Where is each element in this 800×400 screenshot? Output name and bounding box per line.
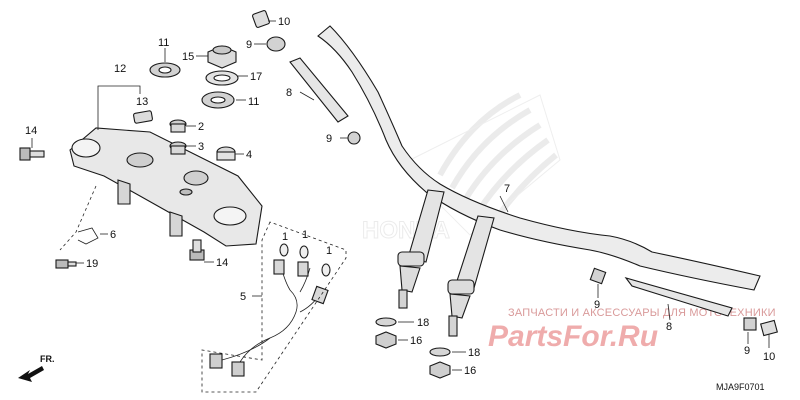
callout-9-bar: 9 bbox=[326, 133, 332, 145]
diagram-code: MJA9F0701 bbox=[716, 382, 765, 392]
bolt-part-14-left bbox=[19, 147, 45, 161]
callout-17: 17 bbox=[250, 71, 262, 83]
bar-end-part-8-top bbox=[289, 57, 361, 145]
harness-group-outline bbox=[201, 221, 347, 393]
top-bridge-part-12 bbox=[69, 127, 263, 247]
grommet-part-2 bbox=[169, 119, 187, 133]
ring-part-17 bbox=[205, 70, 239, 86]
callout-12: 12 bbox=[114, 63, 126, 75]
plate-part-13 bbox=[133, 110, 153, 124]
callout-10: 10 bbox=[278, 16, 290, 28]
washer-part-11-bottom bbox=[201, 91, 235, 109]
callout-5: 5 bbox=[240, 291, 246, 303]
callout-14-bottom: 14 bbox=[216, 257, 228, 269]
callout-13: 13 bbox=[136, 96, 148, 108]
cap-part-4 bbox=[216, 146, 236, 161]
grip-part-10-top bbox=[252, 10, 270, 28]
callout-4: 4 bbox=[246, 149, 252, 161]
callout-6: 6 bbox=[110, 229, 116, 241]
callout-9: 9 bbox=[246, 39, 252, 51]
callout-16-right: 16 bbox=[464, 365, 476, 377]
callout-11-lower: 11 bbox=[248, 96, 259, 108]
callout-2: 2 bbox=[198, 121, 204, 133]
callout-8-lower: 8 bbox=[666, 321, 672, 333]
callout-8: 8 bbox=[286, 87, 292, 99]
grip-part-10-bottom bbox=[760, 319, 778, 337]
bulb-part-1-b bbox=[299, 245, 309, 259]
grommet-part-3 bbox=[169, 141, 187, 155]
callout-18-right: 18 bbox=[468, 347, 480, 359]
callout-9-lower-left: 9 bbox=[594, 299, 600, 311]
stem-nut-part-15 bbox=[207, 45, 237, 69]
callout-1-a: 1 bbox=[282, 231, 288, 243]
callout-1-c: 1 bbox=[326, 245, 332, 257]
callout-1-b: 1 bbox=[302, 229, 308, 241]
watermark-site: PartsFor.Ru bbox=[488, 320, 658, 353]
leader-lines bbox=[31, 20, 770, 371]
harness-part-5 bbox=[209, 259, 329, 377]
callout-9-lower-right: 9 bbox=[744, 345, 750, 357]
honda-wing-watermark: HONDA bbox=[362, 92, 561, 245]
watermark-tagline: ЗАПЧАСТИ И АКСЕССУАРЫ ДЛЯ МОТОТЕХНИКИ bbox=[508, 307, 776, 319]
washer-part-18-right bbox=[429, 347, 451, 357]
callout-18-left: 18 bbox=[417, 317, 429, 329]
wire-clip-part-6 bbox=[77, 227, 99, 245]
bulb-part-1-c bbox=[321, 263, 331, 277]
front-label: FR. bbox=[40, 354, 55, 364]
bolt-part-14-bottom bbox=[189, 239, 205, 261]
handlebar-part-7 bbox=[317, 25, 761, 337]
dash-line-6 bbox=[59, 185, 97, 251]
callout-19: 19 bbox=[86, 258, 98, 270]
front-direction-arrow: FR. bbox=[18, 354, 55, 382]
callout-15: 15 bbox=[182, 51, 194, 63]
callout-11: 11 bbox=[158, 37, 169, 49]
callout-7: 7 bbox=[504, 183, 510, 195]
washer-part-11-top bbox=[149, 62, 181, 78]
washer-part-18-left bbox=[375, 317, 397, 327]
callout-10-lower: 10 bbox=[763, 351, 775, 363]
screw-part-19 bbox=[55, 259, 77, 269]
collar-part-9-bottom-left bbox=[589, 267, 607, 285]
bar-end-part-8-bottom bbox=[624, 277, 733, 317]
callout-3: 3 bbox=[198, 141, 204, 153]
bulb-part-1-a bbox=[279, 243, 289, 257]
nut-part-16-left bbox=[375, 331, 397, 349]
callout-16-left: 16 bbox=[410, 335, 422, 347]
nut-part-16-right bbox=[429, 361, 451, 379]
callout-labels: 10 9 11 15 17 11 8 9 12 13 2 3 4 14 6 19… bbox=[25, 16, 775, 377]
collar-part-9-top bbox=[266, 36, 286, 52]
callout-14-left: 14 bbox=[25, 125, 37, 137]
collar-part-9-bottom-right bbox=[743, 317, 757, 331]
bracket-12 bbox=[97, 85, 141, 130]
